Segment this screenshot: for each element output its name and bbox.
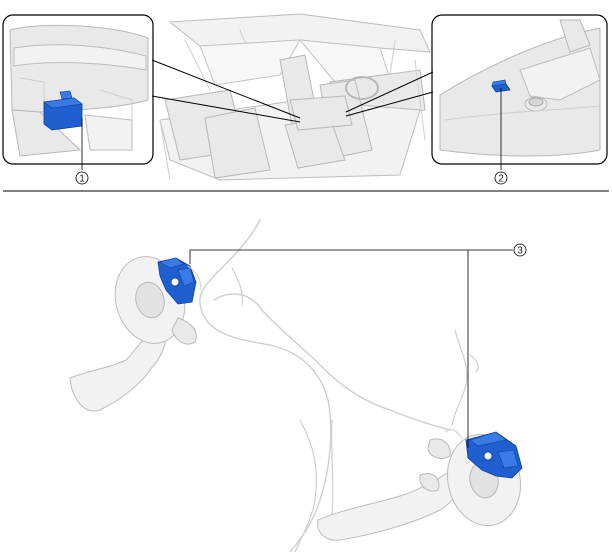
callout-2-label: 2 (498, 174, 504, 185)
callout-1: 1 (75, 118, 89, 185)
inset-left (2, 14, 154, 165)
right-knuckle (317, 433, 521, 541)
right-caliper-icon (445, 428, 523, 479)
rear-brake-illustration (69, 219, 523, 552)
epb-unit-icon (43, 90, 83, 131)
inset-right (431, 14, 608, 165)
left-caliper-icon (157, 257, 201, 305)
vehicle-interior-illustration (159, 13, 431, 181)
callout-3: 3 (189, 243, 527, 448)
pointer-lines (151, 59, 434, 123)
callout-3-label: 3 (517, 246, 523, 257)
brake-lines (199, 219, 479, 552)
callout-1-label: 1 (79, 174, 85, 185)
callout-2: 2 (494, 88, 508, 185)
